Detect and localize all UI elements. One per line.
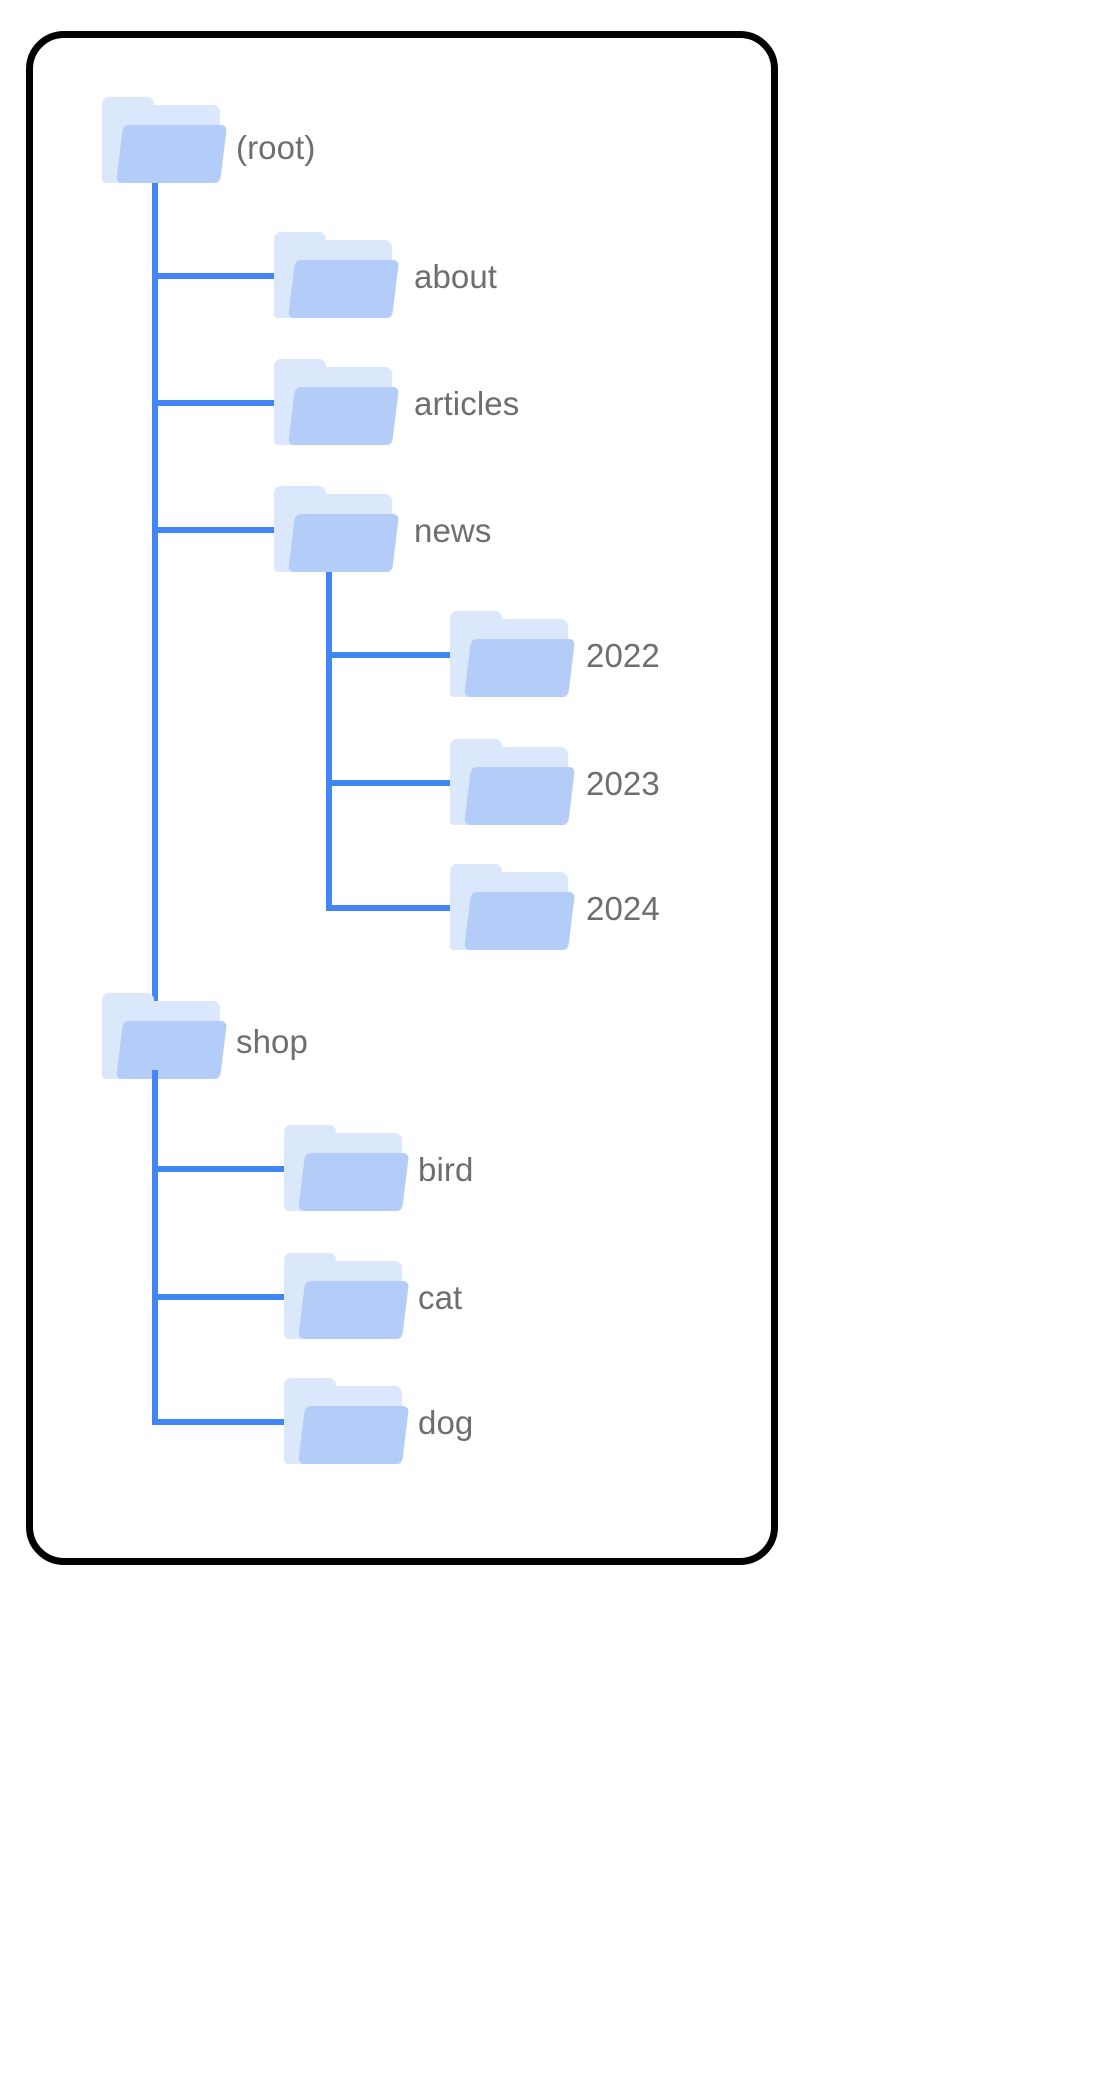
folder-icon <box>284 1125 410 1213</box>
connector-news-2022 <box>326 652 456 658</box>
tree-node-label: about <box>414 258 498 295</box>
connector-root-trunk <box>152 178 158 1422</box>
tree-node-label: cat <box>418 1279 463 1316</box>
connector-shop-dog <box>152 1419 290 1425</box>
tree-node-label: dog <box>418 1404 474 1441</box>
folder-icon <box>102 993 228 1081</box>
folder-icon <box>274 486 400 574</box>
connector-news-trunk <box>326 560 332 911</box>
tree-node-label: (root) <box>236 129 316 166</box>
tree-node-label: 2022 <box>586 637 660 674</box>
connector-root-articles <box>152 400 280 406</box>
folder-icon <box>274 359 400 447</box>
connector-root-about <box>152 273 280 279</box>
folder-icon <box>450 864 576 952</box>
folder-icon <box>450 611 576 699</box>
tree-node-label: shop <box>236 1023 308 1060</box>
folder-icon <box>284 1378 410 1466</box>
connector-trunk-below-shop <box>152 1070 158 1422</box>
tree-node-label: 2024 <box>586 890 660 927</box>
folder-icon <box>102 97 228 185</box>
folder-icon <box>274 232 400 320</box>
tree-node-label: articles <box>414 385 520 422</box>
connector-news-2023 <box>326 780 456 786</box>
tree-node-label: 2023 <box>586 765 660 802</box>
connector-news-2024 <box>326 905 456 911</box>
folder-icon <box>450 739 576 827</box>
connector-shop-cat <box>152 1294 290 1300</box>
folder-icon <box>284 1253 410 1341</box>
tree-node-label: bird <box>418 1151 474 1188</box>
tree-node-label: news <box>414 512 492 549</box>
connector-shop-bird <box>152 1166 290 1172</box>
connector-root-news <box>152 527 280 533</box>
